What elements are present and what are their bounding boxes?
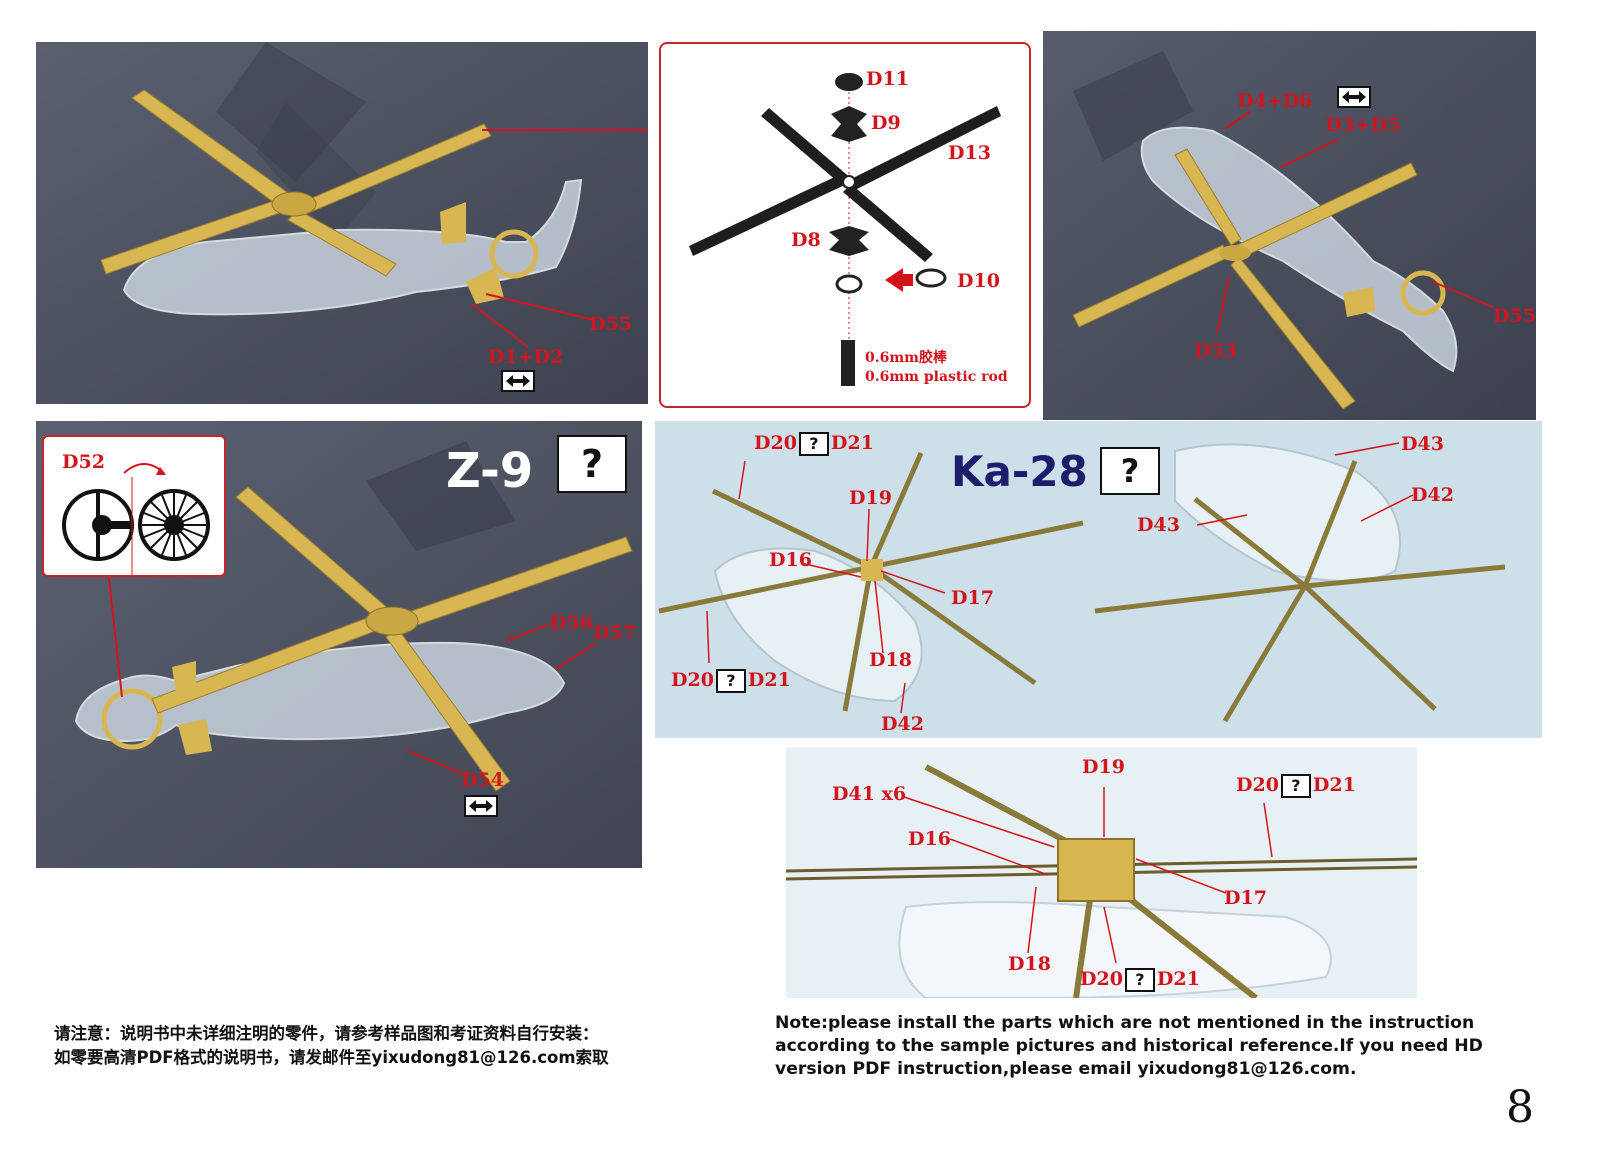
label-d19: D19 [849, 487, 892, 509]
label-d10: D10 [957, 270, 1000, 292]
label-d20-d21-top: D20?D21 [754, 432, 874, 456]
photo-panel-top-right: D4+D6 D3+D5 D53 D55 [1043, 31, 1536, 420]
label-rod-cn: 0.6mm胶棒 [865, 350, 947, 366]
label-d13: D13 [948, 142, 991, 164]
note-en-line-1: Note:please install the parts which are … [775, 1013, 1475, 1033]
label-d41-x6: D41 x6 [832, 783, 907, 805]
label-d42-left: D42 [881, 713, 924, 735]
model-title-ka28: Ka-28 [951, 447, 1088, 496]
label-d3-d5: D3+D5 [1325, 114, 1401, 136]
note-english: Note:please install the parts which are … [775, 1012, 1575, 1081]
swap-arrow-icon [501, 370, 535, 392]
photo-panel-ka28: D20?D21 D19 D16 D17 D18 D20?D21 D42 Ka-2… [655, 421, 1542, 738]
label-d43-right: D43 [1401, 433, 1444, 455]
helicopter-photo-top-left [36, 42, 648, 404]
label-d57: D57 [593, 622, 636, 644]
label-d20-d21-hub-top: D20?D21 [1236, 774, 1356, 798]
helicopter-photo-ka28 [655, 421, 1542, 738]
label-d20-d21-hub-bottom: D20?D21 [1080, 968, 1200, 992]
label-d18: D18 [869, 649, 912, 671]
swap-arrow-icon [1337, 86, 1371, 108]
note-en-line-3: version PDF instruction,please email yix… [775, 1059, 1357, 1079]
label-d55: D55 [1493, 305, 1536, 327]
label-d53: D53 [1194, 340, 1237, 362]
note-chinese: 请注意：说明书中未详细注明的零件，请参考样品图和考证资料自行安装： 如零要高清P… [54, 1022, 774, 1070]
rotate-arrow-icon [62, 463, 210, 575]
model-title-ka28-box: ? [1100, 447, 1160, 495]
label-d17-hub: D17 [1224, 887, 1267, 909]
photo-panel-rotor-hub: D19 D41 x6 D16 D17 D18 D20?D21 D20?D21 [786, 747, 1417, 998]
swap-arrow-icon [464, 795, 498, 817]
label-d16: D16 [769, 549, 812, 571]
rotor-exploded-view [689, 73, 1001, 386]
label-rod-en: 0.6mm plastic rod [865, 369, 1008, 385]
note-cn-line-2: 如零要高清PDF格式的说明书，请发邮件至yixudong81@126.com索取 [54, 1048, 609, 1067]
label-d17: D17 [951, 587, 994, 609]
model-title-z9-box: ? [557, 435, 627, 493]
label-d16-hub: D16 [908, 828, 951, 850]
label-d9: D9 [871, 112, 901, 134]
photo-panel-top-left: D55 D1+D2 [36, 42, 648, 404]
photo-panel-z9: D52 Z-9 ? D56 D57 D54 [36, 421, 642, 868]
label-d8: D8 [791, 229, 821, 251]
label-d1-d2: D1+D2 [488, 346, 564, 368]
note-en-line-2: according to the sample pictures and his… [775, 1036, 1483, 1056]
rotor-assembly-diagram: D11 D9 D13 D8 D10 0.6mm胶棒 0.6mm plastic … [659, 42, 1031, 408]
label-d56: D56 [550, 612, 593, 634]
label-d52: D52 [62, 451, 105, 473]
label-d43-left: D43 [1137, 514, 1180, 536]
label-d11: D11 [866, 68, 909, 90]
label-d42-right: D42 [1411, 484, 1454, 506]
model-title-z9: Z-9 [446, 443, 534, 499]
label-d18-hub: D18 [1008, 953, 1051, 975]
label-d55: D55 [589, 313, 632, 335]
tail-rotor-inset: D52 [42, 435, 226, 577]
label-d20-d21-bottom: D20?D21 [671, 669, 791, 693]
note-cn-line-1: 请注意：说明书中未详细注明的零件，请参考样品图和考证资料自行安装： [54, 1024, 599, 1043]
page-number: 8 [1506, 1082, 1534, 1133]
label-d4-d6: D4+D6 [1237, 90, 1313, 112]
helicopter-photo-top-right [1043, 31, 1536, 420]
label-d54: D54 [461, 769, 504, 791]
rotor-hub-closeup [786, 747, 1417, 998]
label-d19-hub: D19 [1082, 756, 1125, 778]
